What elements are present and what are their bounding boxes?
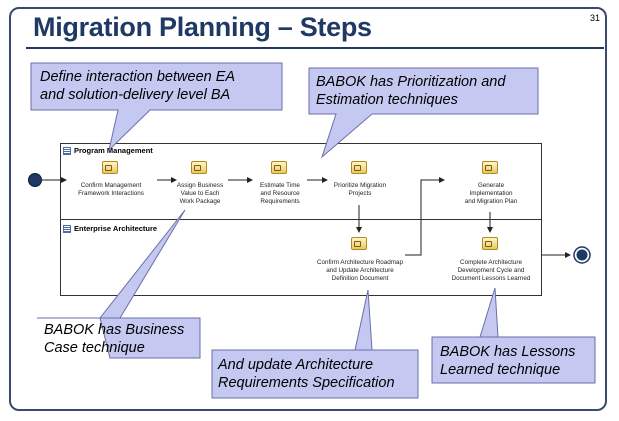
task-icon bbox=[102, 161, 118, 174]
activity-label: Confirm Management Framework Interaction… bbox=[78, 182, 144, 197]
activity-label: Prioritize Migration Projects bbox=[333, 182, 387, 197]
callout-bubble bbox=[308, 67, 539, 159]
task-icon bbox=[271, 161, 287, 174]
lane-label: Program Management bbox=[74, 146, 153, 155]
lane-label: Enterprise Architecture bbox=[74, 224, 158, 233]
page-number: 31 bbox=[590, 13, 601, 23]
title-rule bbox=[26, 47, 604, 49]
callout-architecture-requirements: And update Architecture Requirements Spe… bbox=[218, 357, 395, 391]
end-event bbox=[573, 246, 591, 264]
task-icon bbox=[351, 237, 367, 250]
task-icon bbox=[191, 161, 207, 174]
lane-divider bbox=[60, 219, 542, 220]
lane-icon bbox=[63, 146, 71, 155]
start-event bbox=[28, 173, 42, 187]
callout-bubble bbox=[30, 62, 283, 152]
activity-label: Estimate Time and Resource Requirements bbox=[260, 182, 300, 205]
callout-lessons-learned: BABOK has Lessons Learned technique bbox=[440, 344, 576, 378]
callout-bubble bbox=[37, 209, 201, 359]
task-icon bbox=[482, 237, 498, 250]
activity-label: Assign Business Value to Each Work Packa… bbox=[176, 182, 224, 205]
callout-bubble bbox=[431, 287, 596, 384]
lane-enterprise-architecture: Enterprise Architecture bbox=[63, 224, 157, 233]
lane-program-management: Program Management bbox=[63, 146, 153, 155]
callout-bubble bbox=[211, 289, 419, 399]
task-icon bbox=[482, 161, 498, 174]
callout-define-interaction: Define interaction between EA and soluti… bbox=[40, 69, 236, 103]
flow-arrow bbox=[405, 177, 445, 256]
activity-label: Complete Architecture Development Cycle … bbox=[451, 259, 531, 282]
activity-label: Generate Implementation and Migration Pl… bbox=[464, 182, 518, 205]
callout-business-case: BABOK has Business Case technique bbox=[44, 322, 185, 356]
activity-label: Confirm Architecture Roadmap and Update … bbox=[316, 259, 404, 282]
callout-prioritization: BABOK has Prioritization and Estimation … bbox=[316, 74, 506, 108]
task-icon bbox=[351, 161, 367, 174]
slide-title: Migration Planning – Steps bbox=[33, 12, 372, 42]
lane-icon bbox=[63, 224, 71, 233]
